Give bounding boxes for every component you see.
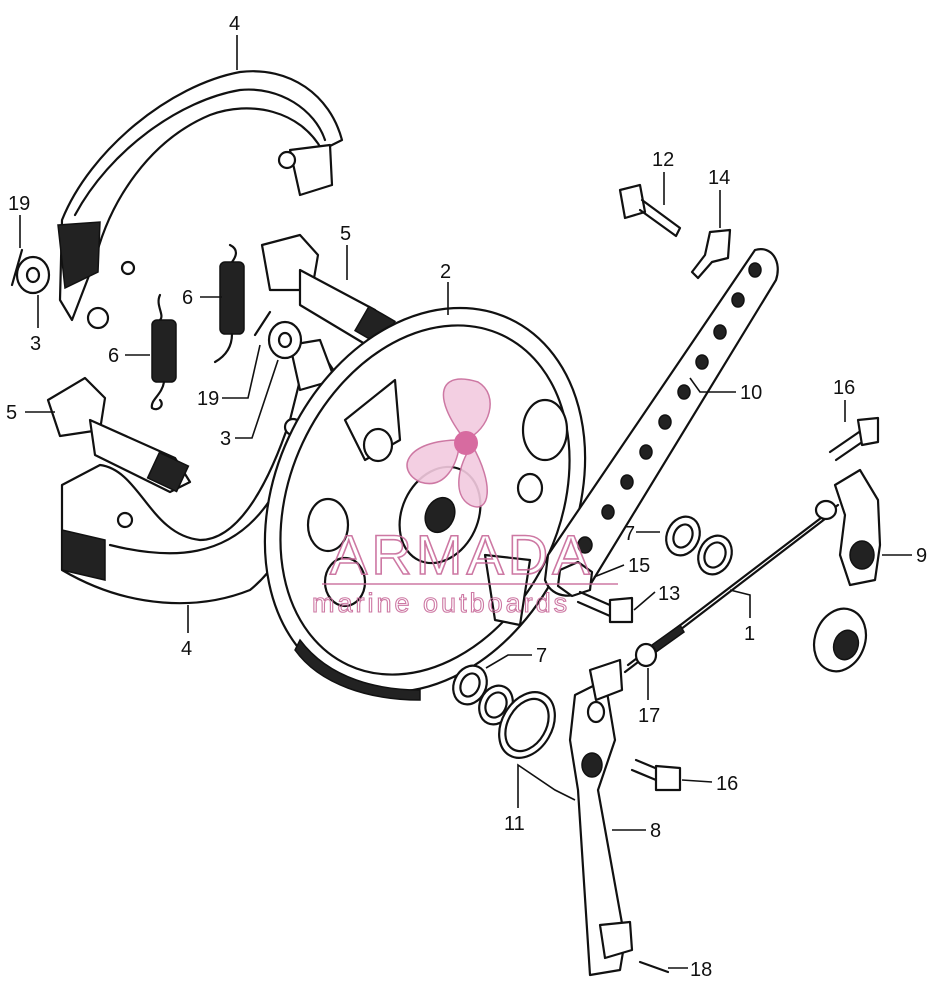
- callout-2-panel: 2: [440, 261, 451, 283]
- washer-3-left: [15, 255, 51, 295]
- callout-19-right: 19: [197, 388, 219, 410]
- o-ring-11: [498, 691, 556, 759]
- leader-lines: [19, 35, 912, 969]
- brake-spring-left: [150, 293, 177, 411]
- brake-cam-lower: [46, 376, 192, 494]
- watermark-brand: ARMADA: [330, 523, 594, 586]
- callout-3-right: 3: [220, 428, 231, 450]
- callout-labels: 4 19 3 6 6 5 5 19 3 2 4 12 14 10 16 9 7 …: [6, 13, 927, 981]
- callout-10: 10: [740, 382, 762, 404]
- upper-brake-shoe: [57, 70, 344, 330]
- torque-link: [543, 248, 779, 597]
- callout-18: 18: [690, 959, 712, 981]
- nut-15: [556, 560, 594, 598]
- callout-6-left: 6: [108, 345, 119, 367]
- propeller-logo: [406, 378, 491, 508]
- callout-11: 11: [504, 813, 525, 835]
- seal-7-upper: [665, 515, 733, 576]
- callout-12: 12: [652, 149, 674, 171]
- brake-arm: [814, 468, 882, 587]
- dust-seal: [812, 607, 868, 673]
- watermark-tagline: marine outboards: [312, 588, 570, 618]
- bolt-16-lower: [630, 758, 682, 792]
- callout-13: 13: [658, 583, 680, 605]
- callout-9: 9: [916, 545, 927, 567]
- callout-19-left: 19: [8, 193, 30, 215]
- callout-4-lower-shoe: 4: [181, 638, 192, 660]
- clip-14: [690, 228, 732, 280]
- callout-15: 15: [628, 555, 650, 577]
- callout-4-upper-shoe: 4: [229, 13, 240, 35]
- washer-3-right: [267, 320, 303, 360]
- callout-16-lower: 16: [716, 773, 738, 795]
- brake-rod: [623, 503, 840, 674]
- pin-19-left: [10, 248, 24, 287]
- callout-14: 14: [708, 167, 730, 189]
- callout-3-left: 3: [30, 333, 41, 355]
- bolt-13: [576, 590, 634, 624]
- torque-link-holes: [577, 262, 762, 554]
- callout-1: 1: [744, 623, 755, 645]
- callout-16-upper: 16: [833, 377, 855, 399]
- watermark: ARMADA marine outboards: [311, 378, 618, 619]
- nut-17: [634, 642, 658, 668]
- brake-panel: [263, 306, 587, 701]
- bolt-16-upper: [828, 416, 880, 462]
- callout-5-lower: 5: [6, 402, 17, 424]
- callout-7-lower: 7: [536, 645, 547, 667]
- callout-5-upper: 5: [340, 223, 351, 245]
- callout-17: 17: [638, 705, 660, 727]
- callout-7-upper: 7: [624, 523, 635, 545]
- brake-lever: [568, 658, 634, 977]
- pin-19-right: [253, 310, 272, 337]
- callout-8: 8: [650, 820, 661, 842]
- callout-6-right: 6: [182, 287, 193, 309]
- bolt-12: [618, 183, 682, 238]
- brake-spring-right: [213, 243, 245, 364]
- pin-18: [638, 960, 670, 974]
